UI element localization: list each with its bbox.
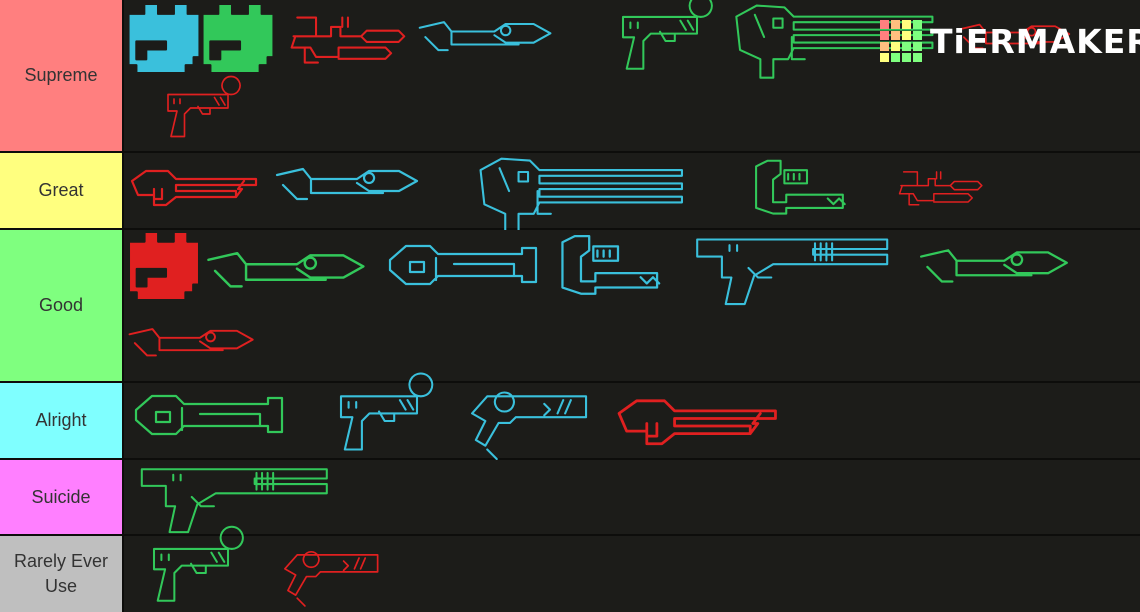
tier-great-item-0[interactable] [128,167,258,207]
logo-square-15 [913,53,922,62]
cannon-weapon-icon [735,4,934,79]
logo-square-14 [902,53,911,62]
tier-great-item-4[interactable] [876,165,1004,213]
tier-alright-item-2[interactable] [454,383,606,461]
tier-row-supreme: Supreme [0,0,1140,153]
tier-label-good[interactable]: Good [0,230,124,381]
tier-alright-item-1[interactable] [304,372,454,459]
logo-square-2 [902,20,911,29]
tier-good-item-3[interactable] [556,232,680,304]
tier-items-rarely-ever-use[interactable] [124,525,1140,612]
revolver-weapon-icon [283,551,379,607]
tier-supreme-item-1[interactable] [200,2,276,77]
tier-great-item-1[interactable] [264,161,432,211]
logo-square-11 [913,42,922,51]
tier-supreme-item-5[interactable] [724,0,954,79]
tier-label-supreme[interactable]: Supreme [0,0,124,151]
tier-good-item-1[interactable] [204,236,370,308]
tier-rarely-ever-use-item-1[interactable] [274,542,390,608]
harpoon-weapon-icon [418,21,552,52]
tier-supreme-item-4[interactable] [592,0,728,78]
pistol-weapon-icon [167,75,241,138]
tier-great-item-3[interactable] [746,157,868,223]
tier-alright-item-0[interactable] [130,387,290,453]
tier-good-item-2[interactable] [384,240,544,300]
arm-weapon-icon [755,159,846,215]
tier-row-rarely-ever-use: Rarely Ever Use [0,525,1140,612]
tier-supreme-item-0[interactable] [126,2,202,77]
barrel-weapon-icon [134,394,284,436]
logo-square-3 [913,20,922,29]
fist-weapon-icon [127,230,201,302]
fist-weapon-icon [127,2,201,75]
tier-supreme-item-2[interactable] [286,6,408,76]
tier-good-item-5[interactable] [910,242,1080,294]
tier-label-suicide[interactable]: Suicide [0,460,124,534]
rifle-weapon-icon [130,169,258,207]
logo-square-5 [891,31,900,40]
tier-label-great[interactable]: Great [0,153,124,228]
tiermaker-logo-icon [880,20,922,62]
harpoon-weapon-icon [128,328,254,357]
tier-label-rarely-ever-use[interactable]: Rarely Ever Use [0,536,124,612]
fist-weapon-icon [201,2,275,75]
tier-label-alright[interactable]: Alright [0,383,124,458]
tier-row-suicide: Suicide [0,460,1140,536]
logo-square-6 [902,31,911,40]
tier-items-supreme[interactable] [124,0,1140,151]
tier-rarely-ever-use-item-0[interactable] [128,525,254,610]
tier-items-great[interactable] [124,153,1140,234]
pistol-weapon-icon [621,0,713,70]
tier-suicide-item-0[interactable] [128,460,348,534]
tier-supreme-item-3[interactable] [416,14,556,62]
chainsaw-weapon-icon [898,171,983,206]
tier-items-alright[interactable] [124,372,1140,461]
tiermaker-logo-text: TiERMAKER [930,21,1140,61]
logo-square-7 [913,31,922,40]
pistol-weapon-icon [339,372,434,451]
tier-items-good[interactable] [124,230,1140,381]
tier-good-item-6[interactable] [126,322,258,366]
chainsaw-weapon-icon [290,16,406,64]
logo-square-0 [880,20,889,29]
tier-good-item-4[interactable] [684,230,908,306]
cannon-weapon-icon [479,157,683,234]
tier-items-suicide[interactable] [124,460,1140,534]
revolver-weapon-icon [471,391,588,461]
tier-row-great: Great [0,153,1140,234]
tier-supreme-item-7[interactable] [136,75,260,144]
logo-square-1 [891,20,900,29]
pistol-weapon-icon [152,525,244,602]
harpoon-weapon-icon [207,251,365,288]
logo-square-10 [902,42,911,51]
logo-square-12 [880,53,889,62]
harpoon-weapon-icon [958,23,1071,50]
tier-supreme-item-6[interactable] [956,14,1074,62]
tier-great-item-2[interactable] [434,153,738,234]
tiermaker-watermark: TiERMAKER [880,18,1140,64]
barrel-weapon-icon [388,244,538,286]
arm-weapon-icon [561,234,661,295]
logo-square-4 [880,31,889,40]
tier-alright-item-3[interactable] [614,389,778,453]
harpoon-weapon-icon [275,167,419,201]
logo-square-8 [880,42,889,51]
shotgun-weapon-icon [696,238,889,306]
tier-good-item-0[interactable] [126,230,202,304]
logo-square-13 [891,53,900,62]
logo-square-9 [891,42,900,51]
rifle-weapon-icon [617,399,777,446]
tier-row-good: Good [0,230,1140,383]
tier-row-alright: Alright [0,372,1140,461]
harpoon-weapon-icon [920,249,1068,283]
shotgun-weapon-icon [140,468,328,534]
